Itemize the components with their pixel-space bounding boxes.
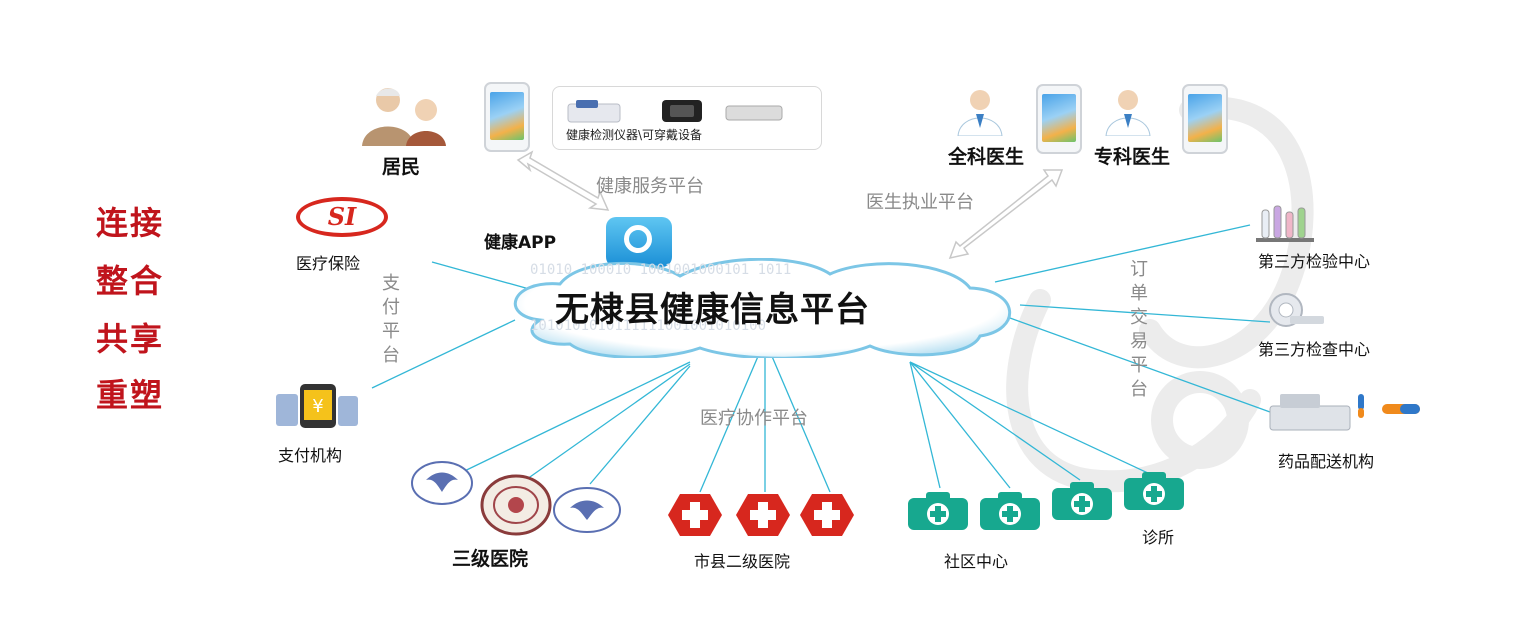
elderly-couple-icon: [362, 88, 446, 146]
red-cross-icon-2: [736, 494, 790, 536]
double-arrow-doctor: [948, 169, 1064, 260]
slogan-integrate: 整合: [96, 262, 165, 300]
community-clinic-icon-2: [980, 492, 1040, 530]
red-cross-icon: [668, 494, 722, 536]
test-tubes-icon: [1256, 205, 1314, 242]
smartphone-icon-gp: [1036, 84, 1082, 154]
hospital-emblem-icon-2: [553, 487, 621, 533]
community-center-label: 社区中心: [944, 552, 1009, 571]
pharmacy-equipment-icon: [1269, 394, 1420, 431]
clinic-icon: [1124, 472, 1184, 510]
clinic-label: 诊所: [1142, 528, 1175, 547]
health-app-icon: [606, 217, 672, 267]
county-hospital-label: 市县二级医院: [694, 552, 791, 571]
stethoscope-watermark-icon: [1006, 96, 1314, 493]
platform-cloud-icon: [513, 258, 1011, 358]
mobile-payment-icon: ¥: [276, 384, 358, 428]
residents-label: 居民: [382, 156, 421, 178]
doctor-practice-platform-label: 医生执业平台: [866, 192, 974, 213]
devices-label: 健康检测仪器\可穿戴设备: [566, 128, 703, 142]
medical-insurance-label: 医疗保险: [296, 254, 361, 273]
specialist-doctor-label: 专科医生: [1094, 146, 1171, 168]
binary-decoration-top: 01010 100010 1001001000101 1011: [530, 262, 792, 278]
ct-scanner-icon: [1269, 293, 1324, 327]
specialist-doctor-icon: [1105, 90, 1151, 136]
slogan-share: 共享: [96, 320, 165, 358]
platform-title: 无棣县健康信息平台: [555, 290, 870, 330]
payment-org-label: 支付机构: [278, 446, 343, 465]
medical-devices-icon: [567, 100, 783, 123]
svg-text:¥: ¥: [312, 396, 323, 417]
hospital-seal-icon: [480, 474, 552, 536]
medical-collab-platform-label: 医疗协作平台: [700, 408, 808, 429]
binary-decoration-bottom: 1010101010111111001001010100: [530, 318, 767, 334]
third-party-lab-label: 第三方检验中心: [1258, 252, 1371, 271]
hospital-emblem-icon: [411, 461, 473, 505]
cyan-connectors: [371, 224, 1271, 493]
general-doctor-icon: [957, 90, 1003, 136]
slogan-reshape: 重塑: [96, 376, 165, 414]
health-service-platform-label: 健康服务平台: [596, 176, 704, 197]
slogan-connect: 连接: [96, 204, 165, 242]
order-trade-platform-label: 订单交易平台: [1130, 259, 1148, 400]
general-doctor-label: 全科医生: [948, 146, 1025, 168]
payment-platform-label: 支付平台: [382, 273, 400, 366]
community-clinic-icon-3: [1052, 482, 1112, 520]
tier3-hospital-label: 三级医院: [452, 548, 529, 570]
health-app-label: 健康APP: [484, 233, 557, 253]
smartphone-icon-specialist: [1182, 84, 1228, 154]
social-insurance-logo-icon: SI: [296, 197, 388, 237]
third-party-exam-label: 第三方检查中心: [1258, 340, 1371, 359]
smartphone-icon: [484, 82, 530, 152]
drug-delivery-label: 药品配送机构: [1278, 452, 1375, 471]
community-clinic-icon: [908, 492, 968, 530]
red-cross-icon-3: [800, 494, 854, 536]
double-arrow-resident: [516, 150, 610, 211]
